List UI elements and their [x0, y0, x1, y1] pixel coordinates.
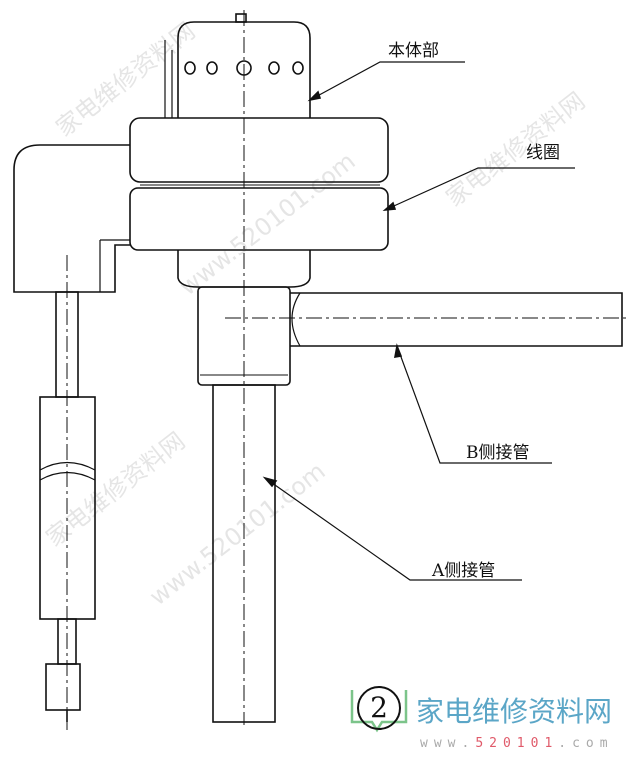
figure-number: 2 [357, 686, 401, 730]
a-pipe [212, 384, 276, 723]
wire-plug [45, 663, 81, 711]
top-stub [235, 13, 247, 23]
logo-book-icon [350, 690, 408, 733]
leader-coil [384, 167, 575, 211]
body-holes [184, 60, 304, 76]
logo-url: www.520101.com [420, 736, 614, 751]
leader-body [309, 61, 465, 101]
leader-b-pipe [396, 345, 552, 464]
connector-housing [13, 144, 130, 293]
logo-url-number: 520101 [475, 736, 559, 751]
body-bracket [164, 40, 173, 118]
label-a-pipe: A侧接管 [432, 561, 496, 581]
logo-name: 家电维修资料网 [416, 695, 613, 728]
coil-lower [129, 187, 389, 251]
logo-url-prefix: www. [420, 736, 476, 751]
logo-url-suffix: .com [558, 736, 614, 751]
label-coil: 线圈 [526, 143, 560, 163]
label-b-pipe: B侧接管 [466, 443, 530, 463]
leader-a-pipe [264, 477, 522, 581]
label-body: 本体部 [388, 41, 439, 61]
coil-upper [129, 117, 389, 183]
b-pipe [290, 292, 623, 347]
